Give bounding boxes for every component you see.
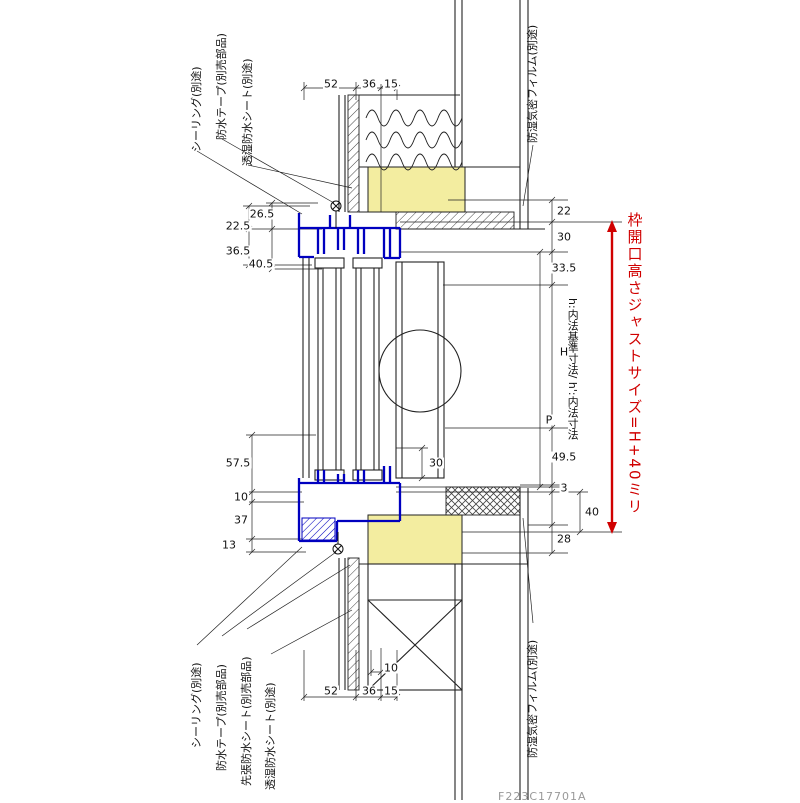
- label-waterproof-tape-bottom: 防水テープ(別売部品): [215, 664, 228, 771]
- inner-dimension-note: h:内法基準寸法/ h':内法寸法: [566, 298, 580, 440]
- roller-section: [378, 329, 462, 413]
- sill-frame-profile: [297, 466, 402, 543]
- hatched-members: [347, 94, 521, 691]
- label-pre-applied-sheet-bottom: 先張防水シート(別売部品): [240, 656, 253, 786]
- dim-right-33-5: 33.5: [550, 261, 578, 275]
- dim-sill-10: 10: [233, 490, 249, 504]
- fixing-screws: [330, 200, 344, 555]
- opening-height-note: 枠開口高さジャストサイズ=H+40ミリ: [625, 212, 644, 516]
- sheathing-strip-bottom: [347, 557, 360, 691]
- dim-right-28: 28: [556, 532, 572, 546]
- wall-section-lines: [302, 0, 545, 800]
- dim-bottom-36: 36: [361, 684, 377, 698]
- dim-top-52: 52: [323, 77, 339, 91]
- dim-right-49-5: 49.5: [550, 450, 578, 464]
- dim-right-P: P: [544, 413, 554, 427]
- label-breathable-sheet-bottom: 透湿防水シート(別途): [264, 682, 277, 790]
- dim-head-26-5: 26.5: [248, 207, 276, 221]
- glazing-spacer: [314, 257, 345, 269]
- dim-sill-57-5: 57.5: [224, 456, 252, 470]
- dim-head-36-5: 36.5: [224, 244, 252, 258]
- furring-blocks: [367, 166, 466, 565]
- label-breathable-sheet-top: 透湿防水シート(別途): [241, 58, 254, 166]
- opening-height-arrow: [607, 220, 617, 534]
- dim-right-22: 22: [556, 204, 572, 218]
- dim-sill-37: 37: [233, 513, 249, 527]
- label-sealing-top: シーリング(別途): [190, 66, 203, 152]
- dim-head-22-5: 22.5: [224, 219, 252, 233]
- label-vapor-film-top: 防湿気密フィルム(別途): [526, 24, 539, 143]
- furring-block-top: [367, 166, 466, 213]
- dim-right-3: 3: [559, 481, 569, 495]
- dim-top-15: 15: [383, 77, 399, 91]
- glazing-lines: [317, 268, 380, 470]
- drawing-code: F223C17701A: [498, 790, 587, 803]
- interior-unit: [395, 261, 445, 479]
- sill-extrusion-cut: [301, 517, 336, 541]
- window-stool-board: [445, 486, 521, 516]
- sheathing-strip-top: [347, 94, 360, 213]
- glazing-spacer: [352, 257, 383, 269]
- glazing-spacer: [314, 469, 345, 481]
- dim-sill-13: 13: [221, 538, 237, 552]
- dim-bottom-10: 10: [383, 661, 399, 675]
- dim-bottom-15: 15: [383, 684, 399, 698]
- head-frame-profile: [297, 213, 402, 260]
- head-casing-board: [395, 211, 515, 230]
- dim-right-H: H: [558, 345, 570, 359]
- glazing-spacer: [352, 469, 383, 481]
- dim-top-36: 36: [361, 77, 377, 91]
- dim-bottom-52: 52: [323, 684, 339, 698]
- label-vapor-film-bottom: 防湿気密フィルム(別途): [526, 639, 539, 758]
- dim-right-30: 30: [556, 230, 572, 244]
- arrowhead-down-icon: [607, 522, 617, 534]
- dim-center-30: 30: [428, 456, 444, 470]
- dim-right-40: 40: [584, 505, 600, 519]
- arrowhead-up-icon: [607, 220, 617, 232]
- insulation-batt: [365, 109, 463, 171]
- leader-lines: [196, 138, 534, 655]
- label-sealing-bottom: シーリング(別途): [190, 662, 203, 748]
- bottom-framing-block: [367, 563, 463, 691]
- furring-block-bottom: [367, 514, 463, 565]
- dim-head-40-5: 40.5: [247, 257, 275, 271]
- label-waterproof-tape-top: 防水テープ(別売部品): [215, 33, 228, 140]
